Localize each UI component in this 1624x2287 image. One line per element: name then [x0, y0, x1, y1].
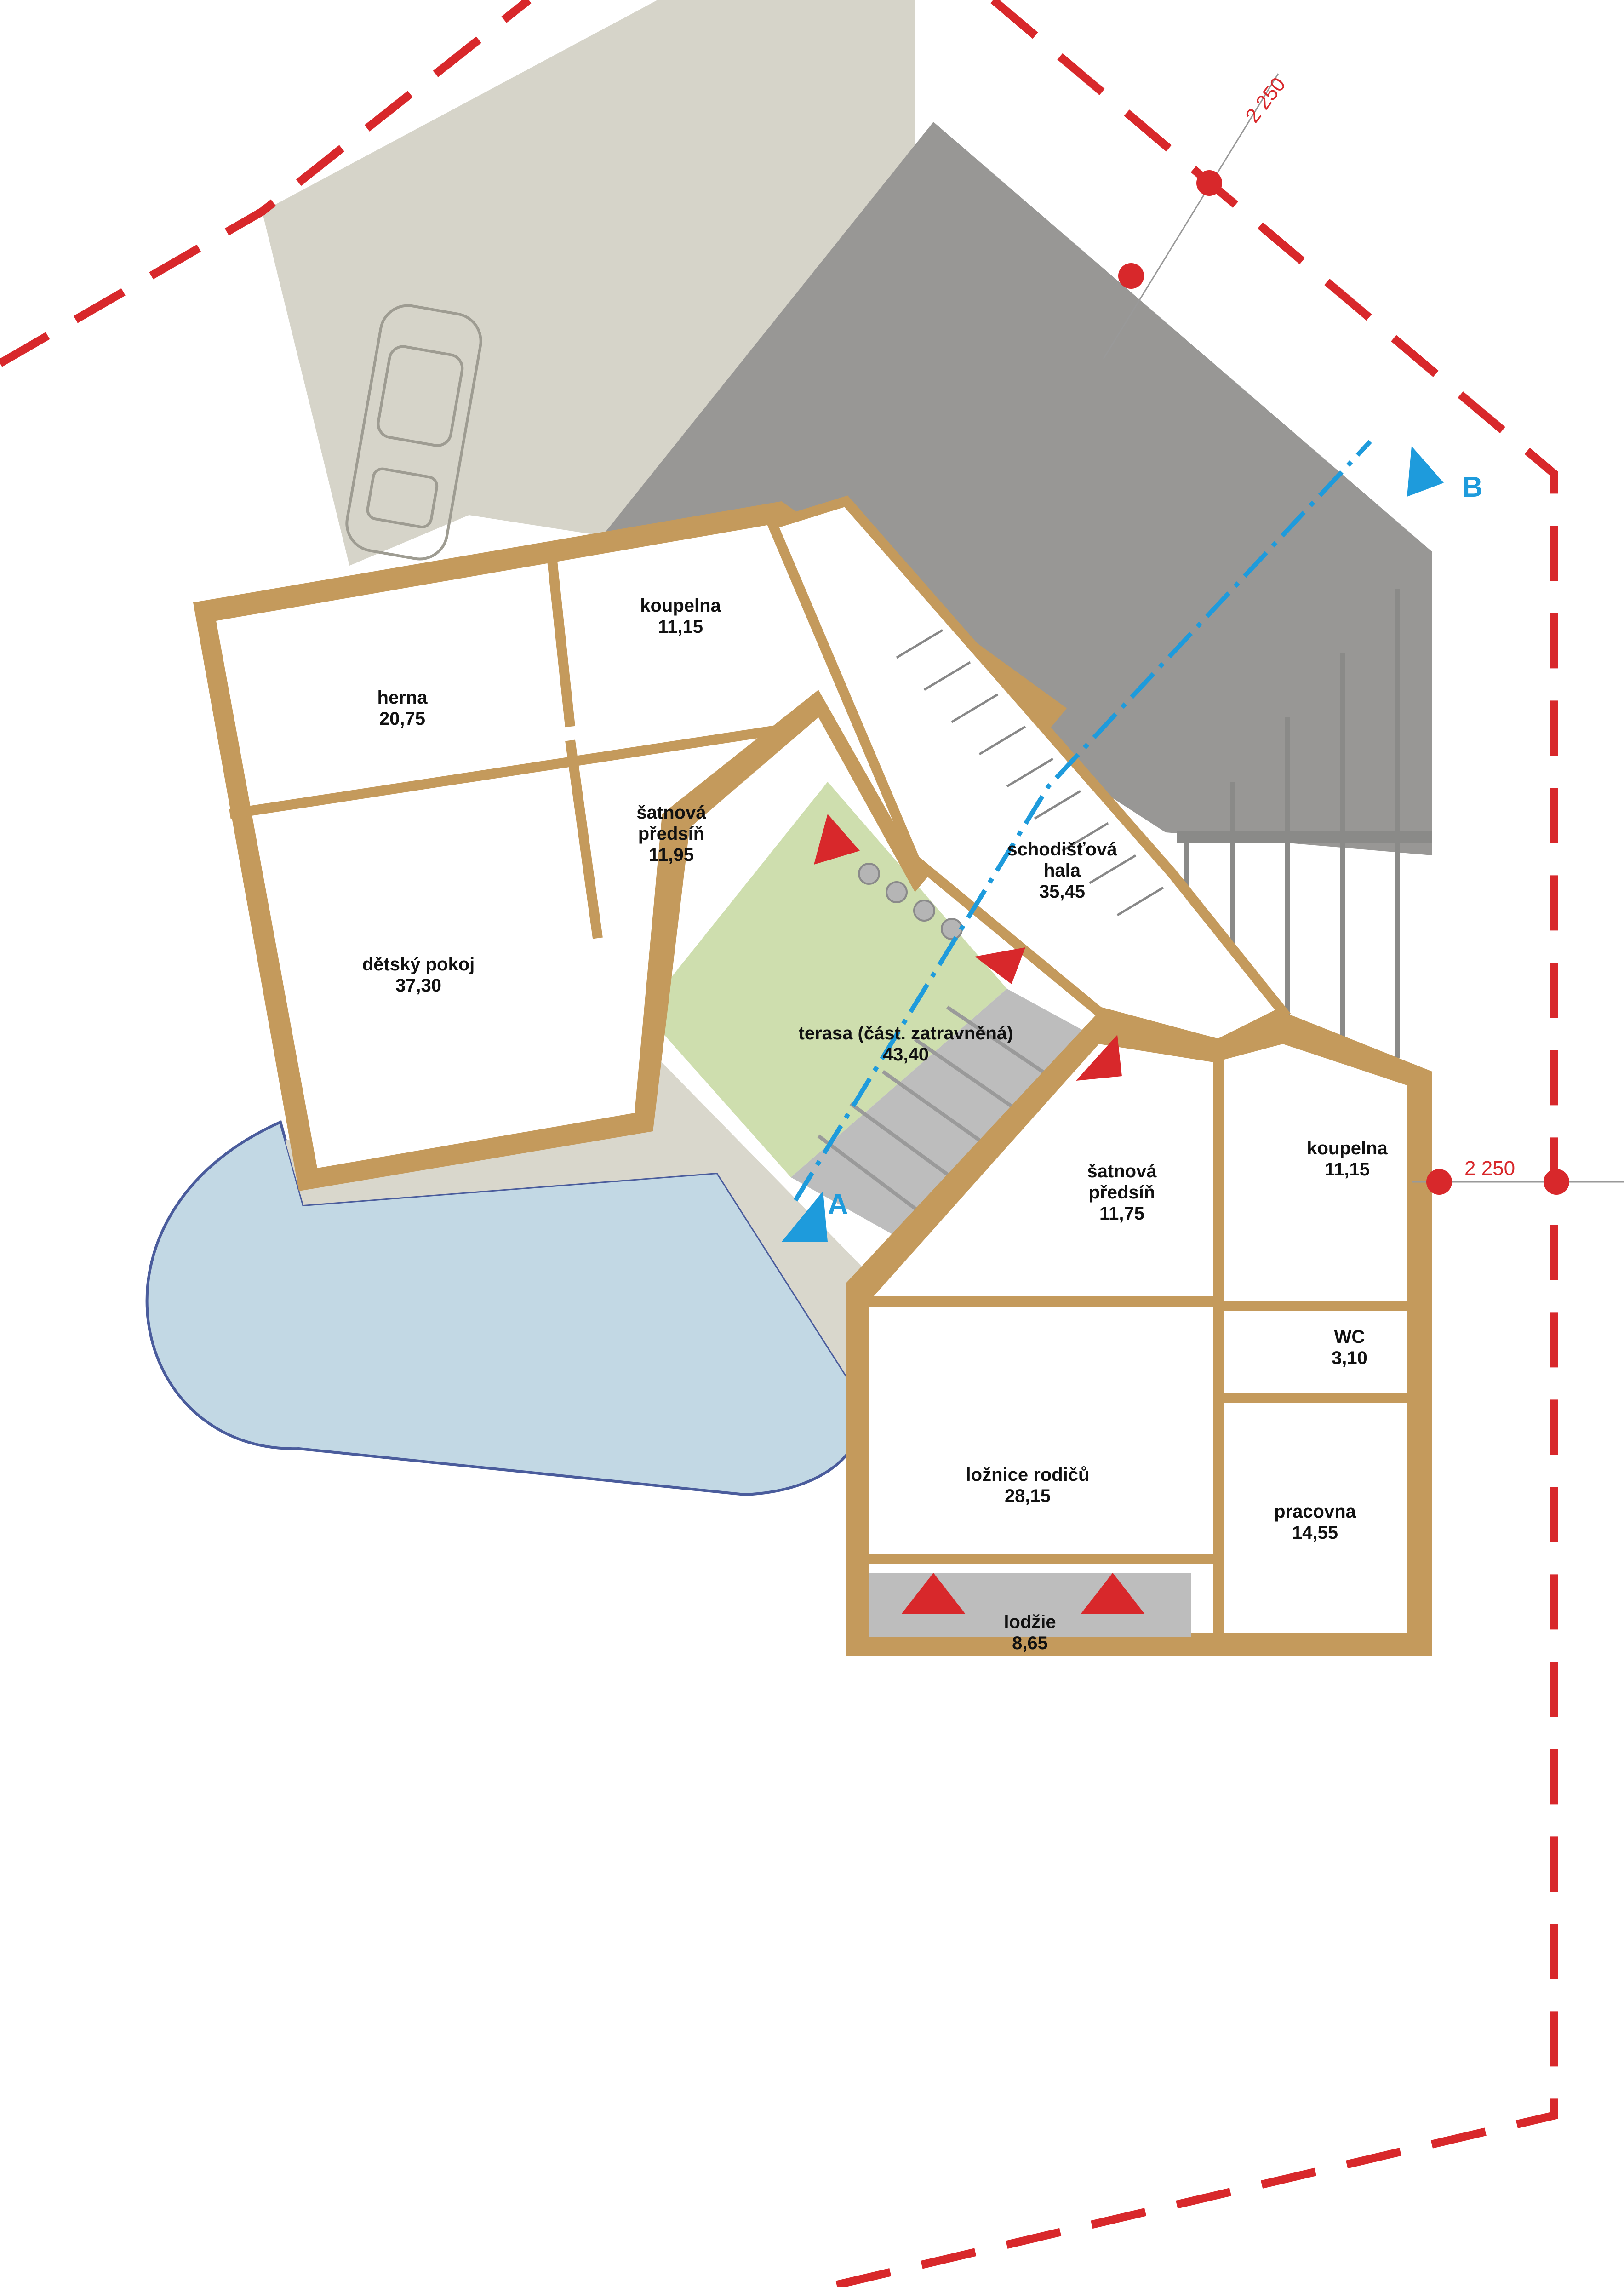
view-arrows	[814, 814, 1145, 1614]
dimension-label: 2 250	[1464, 1157, 1515, 1180]
room-name: předsíň	[638, 824, 704, 844]
room-area: 37,30	[395, 975, 441, 996]
east-wing-interior	[869, 1044, 1407, 1633]
west-wing-interior	[216, 524, 1030, 1168]
room-area: 3,10	[1332, 1348, 1367, 1368]
room-name: terasa (část. zatravněná)	[799, 1023, 1013, 1043]
room-area: 11,15	[658, 617, 703, 637]
room-name: ložnice rodičů	[966, 1465, 1090, 1485]
dimension-label: 2 250	[1241, 73, 1290, 127]
section-label-a: A	[828, 1189, 848, 1221]
arrow-icon	[1081, 1573, 1145, 1614]
room-area: 35,45	[1039, 882, 1085, 902]
section-label-b: B	[1462, 471, 1483, 503]
property-line	[0, 0, 1558, 2287]
room-name: koupelna	[640, 596, 721, 616]
room-name: koupelna	[1307, 1138, 1388, 1158]
section-arrows	[782, 446, 1444, 1242]
east-wing-partitions	[869, 1044, 1407, 1633]
arrow-icon	[975, 947, 1025, 984]
car-icon	[345, 304, 482, 561]
room-name: šatnová	[636, 802, 706, 823]
terrace-grass	[644, 782, 1007, 1177]
arrow-icon	[1076, 1035, 1122, 1081]
stepping-stones	[858, 863, 963, 940]
section-line	[793, 440, 1372, 1202]
room-area: 11,75	[1099, 1204, 1144, 1224]
room-name: schodišťová	[1007, 839, 1117, 860]
west-wing-partitions	[229, 556, 801, 939]
room-area: 28,15	[1005, 1486, 1051, 1506]
room-name: herna	[377, 688, 428, 708]
room-area: 43,40	[883, 1044, 929, 1065]
section-a-arrow-icon	[782, 1191, 828, 1242]
room-name: předsíň	[1089, 1182, 1155, 1203]
room-area: 20,75	[379, 709, 425, 729]
room-area: 14,55	[1292, 1523, 1338, 1543]
roof	[602, 122, 1432, 855]
room-area: 11,15	[1325, 1159, 1370, 1180]
stairs	[896, 629, 1164, 917]
room-name: dětský pokoj	[362, 954, 475, 974]
dimension-markers	[1103, 73, 1624, 1195]
room-name: hala	[1044, 860, 1081, 881]
stair-hall	[766, 495, 1291, 1049]
section-b-arrow-icon	[1407, 446, 1444, 497]
room-area: 11,95	[649, 845, 694, 865]
room-labels: herna20,75koupelna11,15šatnovápředsíň11,…	[362, 596, 1388, 1653]
room-name: šatnová	[1087, 1161, 1157, 1181]
arrow-icon	[814, 814, 860, 865]
arrow-icon	[901, 1573, 966, 1614]
driveway	[262, 0, 915, 566]
room-name: WC	[1334, 1327, 1365, 1347]
room-name: pracovna	[1274, 1502, 1356, 1522]
room-name: lodžie	[1004, 1612, 1056, 1632]
room-area: 8,65	[1012, 1633, 1048, 1653]
